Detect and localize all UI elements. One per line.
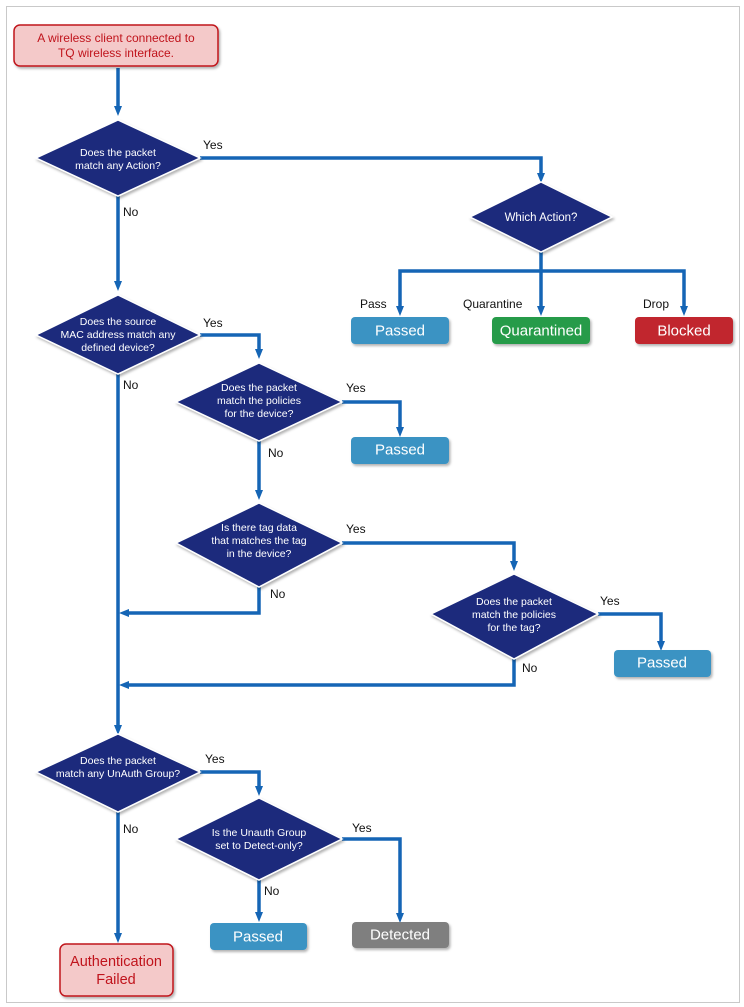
label-no-unauth: No <box>123 822 139 836</box>
arrow-tagpol-yes <box>598 612 665 651</box>
arrow-drop <box>541 269 688 316</box>
arrow-mac-yes <box>200 333 263 359</box>
decision-source-mac: Does the source MAC address match any de… <box>34 294 202 375</box>
arrow-tag-yes <box>342 541 518 571</box>
authentication-failed-box: Authentication Failed <box>59 943 174 997</box>
decision-policies-tag-line-3: for the tag? <box>487 622 540 634</box>
decision-match-action-line-2: match any Action? <box>75 160 161 172</box>
decision-policies-device-line-3: for the device? <box>225 408 294 420</box>
decision-detect-only-line-2: set to Detect-only? <box>215 840 303 852</box>
result-detected: Detected <box>352 922 449 948</box>
decision-source-mac-line-3: defined device? <box>81 342 155 354</box>
decision-match-action-line-1: Does the packet <box>80 147 156 159</box>
decision-unauth-group: Does the packet match any UnAuth Group? <box>34 733 202 813</box>
label-yes-detect: Yes <box>352 821 372 835</box>
decision-policies-device: Does the packet match the policies for t… <box>174 362 344 442</box>
fail-line-1: Authentication <box>70 954 162 970</box>
decision-detect-only-line-1: Is the Unauth Group <box>212 827 307 839</box>
fail-line-2: Failed <box>96 972 136 988</box>
result-blocked: Blocked <box>635 317 733 344</box>
decision-tag-data-line-1: Is there tag data <box>221 522 297 534</box>
decision-detect-only: Is the Unauth Group set to Detect-only? <box>174 797 344 881</box>
decision-unauth-group-line-2: match any UnAuth Group? <box>56 768 180 780</box>
arrow-detect-yes <box>342 837 404 923</box>
result-quarantined: Quarantined <box>492 317 590 344</box>
label-no-device: No <box>268 446 284 460</box>
arrow-unauth-yes <box>200 770 263 796</box>
arrow-pass <box>396 269 541 316</box>
result-passed-device-text: Passed <box>375 442 425 459</box>
decision-policies-device-line-2: match the policies <box>217 395 301 407</box>
label-yes-unauth: Yes <box>205 752 225 766</box>
label-no-action: No <box>123 205 139 219</box>
label-quarantine: Quarantine <box>463 297 523 311</box>
decision-policies-tag-line-2: match the policies <box>472 609 556 621</box>
decision-which-action: Which Action? <box>468 181 614 253</box>
decision-policies-tag: Does the packet match the policies for t… <box>429 573 600 660</box>
arrow-tagpol-no <box>119 659 516 689</box>
label-yes-tagpol: Yes <box>600 594 620 608</box>
result-passed-tag-text: Passed <box>637 655 687 672</box>
decision-tag-data: Is there tag data that matches the tag i… <box>174 502 344 588</box>
decision-tag-data-line-3: in the device? <box>227 548 292 560</box>
label-no-tag: No <box>270 587 286 601</box>
result-quarantined-text: Quarantined <box>500 323 583 340</box>
start-box: A wireless client connected to TQ wirele… <box>13 24 219 67</box>
label-yes-tag: Yes <box>346 522 366 536</box>
decision-policies-tag-line-1: Does the packet <box>476 596 552 608</box>
arrow-tag-no <box>119 587 261 617</box>
result-passed-unauth: Passed <box>210 923 307 950</box>
label-drop: Drop <box>643 297 669 311</box>
decision-source-mac-line-1: Does the source <box>80 316 157 328</box>
result-passed-unauth-text: Passed <box>233 929 283 946</box>
diagram-frame <box>6 6 740 1003</box>
label-yes-action: Yes <box>203 138 223 152</box>
result-passed-action: Passed <box>351 317 449 344</box>
start-line-1: A wireless client connected to <box>37 31 195 45</box>
label-no-mac: No <box>123 378 139 392</box>
label-no-tagpol: No <box>522 661 538 675</box>
result-passed-action-text: Passed <box>375 323 425 340</box>
decision-tag-data-line-2: that matches the tag <box>211 535 306 547</box>
result-passed-device: Passed <box>351 437 449 464</box>
result-blocked-text: Blocked <box>657 323 710 340</box>
result-detected-text: Detected <box>370 927 430 944</box>
arrow-device-yes <box>342 400 404 437</box>
decision-policies-device-line-1: Does the packet <box>221 382 297 394</box>
label-no-detect: No <box>264 884 280 898</box>
start-line-2: TQ wireless interface. <box>58 46 174 60</box>
branch-labels: Yes No Pass Quarantine Drop Yes No Yes N… <box>123 138 669 898</box>
decision-source-mac-line-2: MAC address match any <box>61 329 177 341</box>
decision-unauth-group-line-1: Does the packet <box>80 755 156 767</box>
label-yes-device: Yes <box>346 381 366 395</box>
label-pass: Pass <box>360 297 387 311</box>
decision-match-action: Does the packet match any Action? <box>34 119 202 197</box>
connectors <box>114 68 688 943</box>
decision-which-action-line-1: Which Action? <box>505 212 578 224</box>
result-passed-tag: Passed <box>614 650 711 677</box>
label-yes-mac: Yes <box>203 316 223 330</box>
arrow-action-yes <box>200 156 545 183</box>
